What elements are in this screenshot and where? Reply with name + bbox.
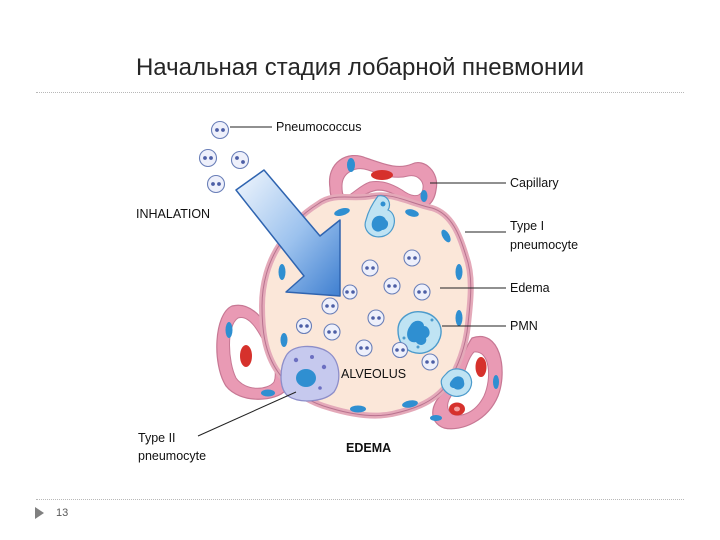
- pneumococci-in-alveolus: [295, 249, 439, 371]
- page-number: 13: [56, 507, 69, 519]
- label-type1-line2: pneumocyte: [510, 238, 578, 252]
- leader-lines: [197, 126, 506, 437]
- label-capillary: Capillary: [510, 176, 559, 190]
- label-type2-line1: Type II: [138, 431, 176, 445]
- wall-nuclei: [278, 208, 463, 413]
- label-alveolus: ALVEOLUS: [341, 367, 406, 381]
- pneumococci-inhaled: [198, 120, 250, 194]
- label-edema-caption: EDEMA: [346, 441, 391, 455]
- slide-title: Начальная стадия лобарной пневмонии: [135, 54, 585, 81]
- pmn-cell: [397, 311, 442, 354]
- label-pneumococcus: Pneumococcus: [276, 120, 361, 134]
- title-divider: [36, 92, 684, 93]
- inhalation-arrow: [235, 169, 341, 297]
- type2-pneumocyte-cell: [280, 345, 340, 402]
- pneumococci-inhaled-dots: [203, 128, 245, 186]
- label-inhalation: INHALATION: [136, 207, 210, 221]
- label-edema: Edema: [510, 281, 550, 295]
- pneumococci-dots: [299, 256, 435, 364]
- label-pmn: PMN: [510, 319, 538, 333]
- label-type1-line1: Type I: [510, 219, 544, 233]
- pmn-migrating-right: [440, 368, 473, 397]
- label-type2-line2: pneumocyte: [138, 449, 206, 463]
- slide-marker-icon: [35, 507, 44, 519]
- pmn-migrating-top: [364, 195, 395, 238]
- footer-divider: [36, 499, 684, 500]
